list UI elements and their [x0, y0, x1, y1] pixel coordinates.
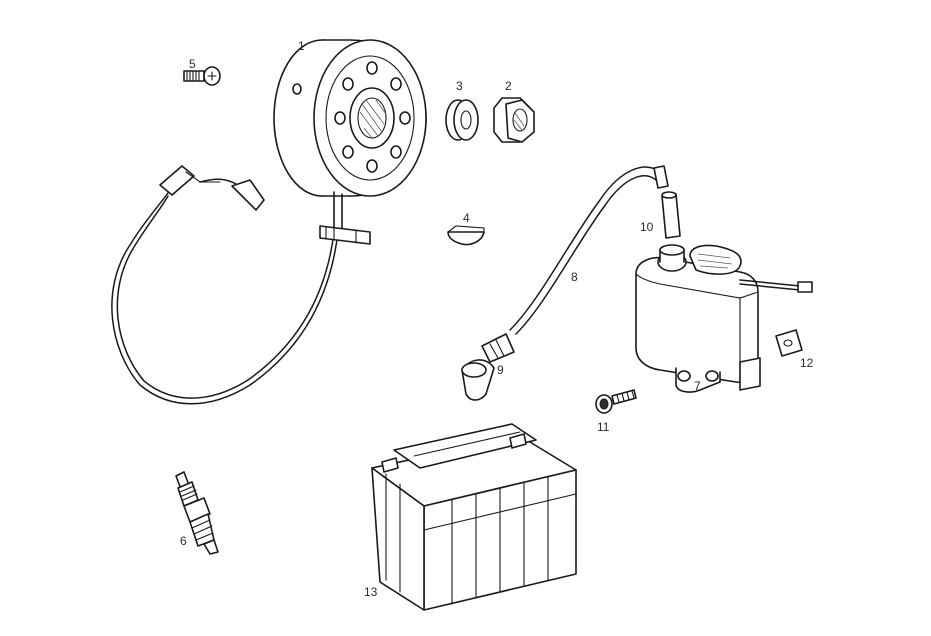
ignition-coil-7 [635, 244, 813, 393]
callout-8: 8 [571, 270, 578, 284]
screw-5 [183, 66, 221, 86]
ht-cap-10 [661, 191, 681, 239]
callout-6: 6 [180, 534, 187, 548]
screw-11 [595, 389, 637, 414]
spark-plug-6 [175, 471, 219, 555]
callout-4: 4 [463, 211, 470, 225]
stator-wiring-harness [111, 165, 371, 405]
woodruff-key-4 [447, 225, 485, 246]
callout-1: 1 [298, 39, 305, 53]
callout-12: 12 [800, 356, 814, 370]
callout-7: 7 [694, 379, 701, 393]
callout-labels: 1 2 3 4 5 6 7 8 9 10 11 12 13 [180, 39, 814, 599]
callout-9: 9 [497, 363, 504, 377]
clip-12 [775, 329, 803, 357]
flywheel-rotor [273, 39, 427, 229]
callout-5: 5 [189, 57, 196, 71]
callout-3: 3 [456, 79, 463, 93]
washer-3 [445, 99, 479, 141]
callout-2: 2 [505, 79, 512, 93]
nut-2 [493, 97, 535, 143]
callout-13: 13 [364, 585, 378, 599]
callout-11: 11 [597, 420, 610, 434]
battery-13 [371, 423, 577, 611]
ht-lead-8 [509, 165, 669, 335]
callout-10: 10 [640, 220, 654, 234]
spark-plug-cap-9 [461, 333, 515, 401]
